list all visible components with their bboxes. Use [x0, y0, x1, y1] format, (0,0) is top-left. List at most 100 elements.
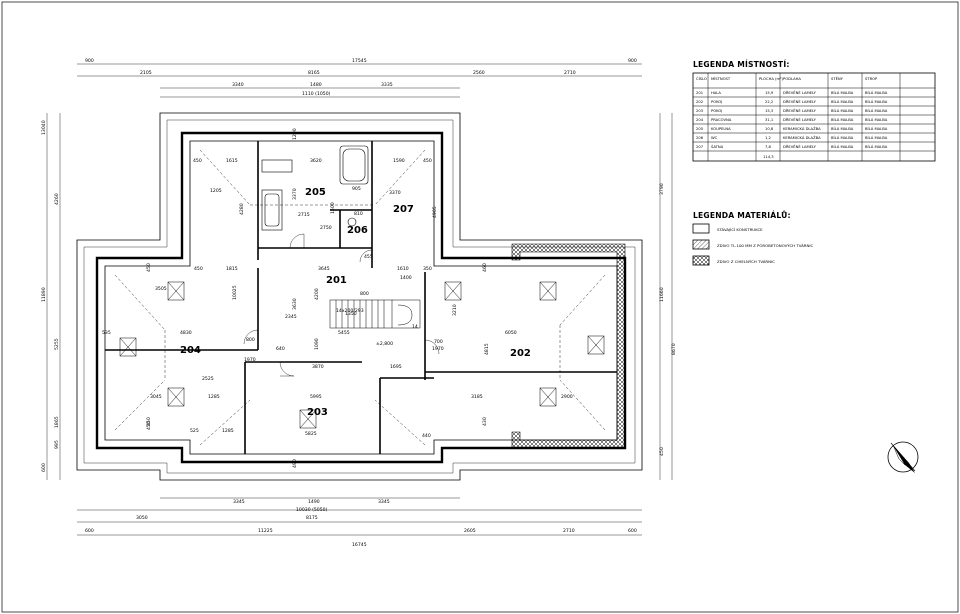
legend-row-202: 202 POKOJ 22,2 DŘEVĚNÉ LAMELY BÍLÁ MALBA… [696, 99, 888, 104]
exterior-wall-outer [95, 131, 627, 464]
legend-header-cislo: ČÍSLO [696, 76, 707, 81]
dim-label: 4280 [239, 203, 245, 215]
dim-label: 1290 [292, 128, 298, 140]
cell: DŘEVĚNÉ LAMELY [783, 99, 817, 104]
dim-label: 1695 [390, 364, 402, 370]
dim-label: 900 [628, 58, 637, 64]
cell: 206 [696, 136, 704, 140]
dim-label: 10030 (5050) [296, 507, 328, 513]
dim-label: 995 [54, 440, 60, 449]
dim-label: 2560 [473, 70, 485, 76]
legend-row-total: 114,3 [763, 155, 774, 159]
dim-label: 6050 [505, 330, 517, 336]
cell: BÍLÁ MALBA [865, 90, 888, 95]
cell: KERAMICKÁ DLAŽBA [783, 126, 821, 131]
cell: ŠATNA [711, 144, 724, 149]
cell: BÍLÁ MALBA [831, 90, 854, 95]
cell: PRACOVNA [711, 118, 732, 122]
dim-label: 2105 [140, 70, 152, 76]
cell: DŘEVĚNÉ LAMELY [783, 117, 817, 122]
legend-row-206: 206 WC 1,2 KERAMICKÁ DLAŽBA BÍLÁ MALBA B… [696, 135, 888, 140]
dim-label: 350 [423, 266, 432, 272]
cell: BÍLÁ MALBA [831, 126, 854, 131]
dim-label: 1205 [210, 188, 222, 194]
dim-label: 1480 [310, 82, 322, 88]
dim-label: 3370 [389, 190, 401, 196]
floor-plan [46, 63, 673, 536]
roof-ridge-lines [114, 149, 606, 446]
cell: 204 [696, 118, 704, 122]
dim-label: 3620 [310, 158, 322, 164]
cell: 205 [696, 127, 704, 131]
dim-label: 2710 [563, 528, 575, 534]
dim-label: 16745 [352, 542, 367, 548]
dim-label: 440 [422, 433, 431, 439]
cell: KOUPELNA [711, 127, 731, 131]
dim-label: ±2,800 [376, 341, 393, 347]
dim-label: 3370 [292, 188, 298, 200]
room-label-201: 201 [326, 275, 347, 286]
dim-label: 2525 [202, 376, 214, 382]
dimension-lines [46, 63, 673, 536]
dim-label: 14 [412, 324, 418, 330]
legend-row-201: 201 HALA 15,9 DŘEVĚNÉ LAMELY BÍLÁ MALBA … [696, 90, 888, 95]
legend-row-205: 205 KOUPELNA 10,8 KERAMICKÁ DLAŽBA BÍLÁ … [696, 126, 888, 131]
legend-materials-title: LEGENDA MATERIÁLŮ: [693, 211, 791, 220]
dim-label: 1865 [54, 416, 60, 428]
cell: 22,2 [765, 100, 773, 104]
dim-label: 810 [354, 211, 363, 217]
cell: BÍLÁ MALBA [865, 126, 888, 131]
dim-label: 1615 [226, 158, 238, 164]
dim-label: 4905 [432, 206, 438, 218]
cell: DŘEVĚNÉ LAMELY [783, 90, 817, 95]
room-label-207: 207 [393, 204, 414, 215]
dim-label: 3790 [659, 183, 665, 195]
legend-row-203: 203 POKOJ 15,3 DŘEVĚNÉ LAMELY BÍLÁ MALBA… [696, 108, 888, 113]
dim-label: 3185 [471, 394, 483, 400]
dim-label: 3045 [150, 394, 162, 400]
dim-label: 8670 [671, 343, 677, 355]
legend-header-strop: STROP [865, 77, 878, 81]
cell: 203 [696, 109, 704, 113]
cell: POKOJ [711, 100, 722, 104]
dim-label: 3050 [136, 515, 148, 521]
cell: BÍLÁ MALBA [865, 117, 888, 122]
interior-walls [105, 141, 617, 454]
legend-rooms-title: LEGENDA MÍSTNOSTÍ: [693, 60, 790, 69]
dim-label: 450 [146, 417, 152, 426]
dim-label: 13040 [41, 120, 47, 135]
dim-label: 3870 [312, 364, 324, 370]
dim-label: 1400 [400, 275, 412, 281]
dim-label: 5995 [310, 394, 322, 400]
cell: 202 [696, 100, 703, 104]
dim-label: 800 [360, 291, 369, 297]
dim-label: 2750 [320, 225, 332, 231]
legend-header-plocha: PLOCHA (m²) [759, 77, 784, 81]
swatch-aerated-concrete [692, 239, 710, 250]
material-label-existing: STÁVAJÍCÍ KONSTRUKCE [717, 227, 763, 232]
dim-label: 1110 (1050) [302, 91, 331, 97]
dim-label: 1970 [432, 346, 444, 352]
dim-label: 430 [482, 417, 488, 426]
cell: 207 [696, 145, 704, 149]
legend-header-steny: STĚNY [831, 76, 844, 81]
legend-header-mistnost: MÍSTNOST [711, 76, 731, 81]
dim-label: 4830 [180, 330, 192, 336]
dim-label: 600 [41, 463, 47, 472]
cell: BÍLÁ MALBA [831, 99, 854, 104]
skylights [119, 281, 605, 429]
dim-label: 5825 [305, 431, 317, 437]
dim-label: 450 [423, 158, 432, 164]
cell: 15,9 [765, 91, 774, 95]
dim-label: 3340 [232, 82, 244, 88]
dim-label: 1285 [222, 428, 234, 434]
cell: BÍLÁ MALBA [831, 135, 854, 140]
cell: 1,2 [765, 136, 771, 140]
dim-label: 1590 [393, 158, 405, 164]
cell: 10,8 [765, 127, 774, 131]
legend-row-207: 207 ŠATNA 7,8 DŘEVĚNÉ LAMELY BÍLÁ MALBA … [696, 144, 888, 149]
eaves-inner [83, 119, 636, 474]
dim-label: 3645 [318, 266, 330, 272]
dim-label: 640 [276, 346, 285, 352]
cell: BÍLÁ MALBA [831, 117, 854, 122]
